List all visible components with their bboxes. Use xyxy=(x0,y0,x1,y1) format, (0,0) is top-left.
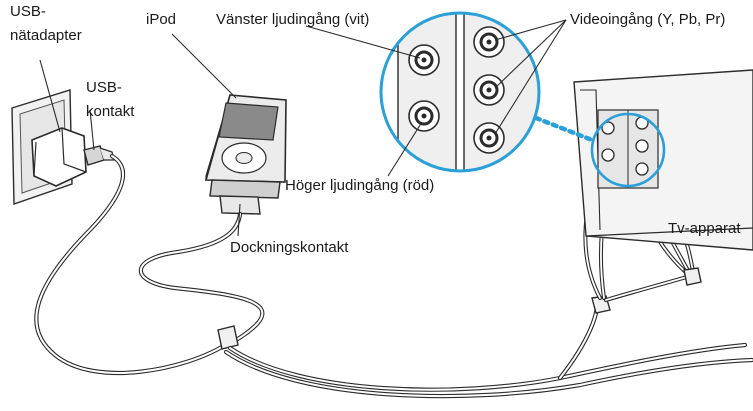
av-cable-bundle xyxy=(223,297,753,399)
dock-connector-label: Dockningskontakt xyxy=(230,239,349,256)
usb-connector-label-line2: kontakt xyxy=(86,103,135,120)
tv-jacks xyxy=(601,116,649,176)
video-jack-pb xyxy=(473,74,505,106)
ipod-label: iPod xyxy=(146,11,177,28)
usb-adapter-label-line1: USB- xyxy=(10,3,46,20)
left-audio-jack xyxy=(408,44,440,76)
tv-label: Tv-apparat xyxy=(668,220,741,237)
ipod-device xyxy=(204,94,287,183)
left-audio-label: Vänster ljudingång (vit) xyxy=(216,11,370,28)
cable-splitter xyxy=(217,325,239,350)
callout-leader xyxy=(533,115,595,143)
label-leader-lines xyxy=(39,19,567,237)
dock-cable xyxy=(138,211,265,348)
usb-adapter-label-line2: nätadapter xyxy=(10,27,82,44)
usb-power-adapter xyxy=(31,127,87,187)
magnified-callout-ring xyxy=(379,11,541,173)
video-in-label: Videoingång (Y, Pb, Pr) xyxy=(570,11,726,28)
cable-splitter-3 xyxy=(683,267,702,286)
video-jack-y xyxy=(473,26,505,58)
usb-connector-label-line1: USB- xyxy=(86,79,122,96)
usb-cable xyxy=(34,153,228,375)
right-audio-label: Höger ljudingång (röd) xyxy=(285,177,435,194)
usb-connector xyxy=(83,145,115,166)
right-audio-jack xyxy=(408,100,440,132)
tv-callout-ring xyxy=(590,112,666,188)
dock-connector xyxy=(209,179,281,215)
ipod-screen xyxy=(218,102,279,141)
video-jack-pr xyxy=(473,122,505,154)
